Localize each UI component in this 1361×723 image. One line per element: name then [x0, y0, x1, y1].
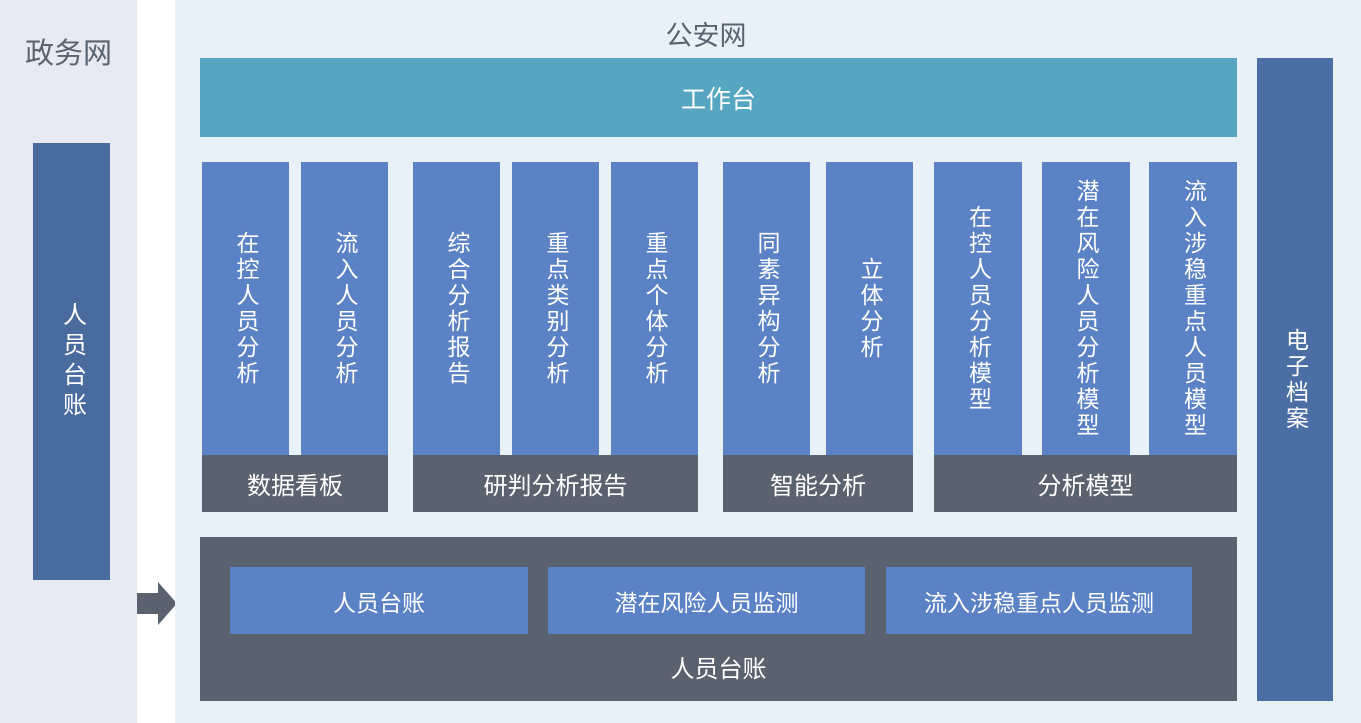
flow-right-arrow-icon	[137, 582, 177, 625]
personnel-ledger-source-bar[interactable]: 人员台账	[33, 143, 110, 580]
button-personnel-ledger[interactable]: 人员台账	[230, 567, 528, 634]
electronic-archive-bar[interactable]: 电子档案	[1257, 58, 1333, 701]
gov-network-title: 政务网	[24, 38, 112, 70]
group-footer-analysis-model: 分析模型	[934, 455, 1237, 512]
group-intelligent-analysis: 同素异构分析 立体分析 智能分析	[723, 162, 913, 512]
bar-stereo-analysis[interactable]: 立体分析	[826, 162, 913, 455]
bar-inflow-person-analysis[interactable]: 流入人员分析	[301, 162, 388, 455]
bar-comprehensive-analysis-report[interactable]: 综合分析报告	[413, 162, 500, 455]
bar-controlled-person-analysis-model[interactable]: 在控人员分析模型	[934, 162, 1022, 455]
workbench-bar[interactable]: 工作台	[200, 58, 1237, 137]
bar-isomer-analysis[interactable]: 同素异构分析	[723, 162, 810, 455]
group-footer-data-dashboard: 数据看板	[202, 455, 388, 512]
personnel-ledger-section: 人员台账 潜在风险人员监测 流入涉稳重点人员监测 人员台账	[200, 537, 1237, 701]
group-analysis-report: 综合分析报告 重点类别分析 重点个体分析 研判分析报告	[413, 162, 698, 512]
gov-network-panel: 政务网 人员台账	[0, 0, 137, 723]
bar-inflow-key-person-model[interactable]: 流入涉稳重点人员模型	[1149, 162, 1237, 455]
bar-controlled-person-analysis[interactable]: 在控人员分析	[202, 162, 289, 455]
workbench-label: 工作台	[680, 85, 756, 114]
group-data-dashboard: 在控人员分析 流入人员分析 数据看板	[202, 162, 388, 512]
button-potential-risk-person-monitoring[interactable]: 潜在风险人员监测	[548, 567, 865, 634]
bar-potential-risk-person-analysis-model[interactable]: 潜在风险人员分析模型	[1041, 162, 1130, 455]
electronic-archive-label: 电子档案	[1282, 327, 1309, 432]
group-footer-analysis-report: 研判分析报告	[413, 455, 698, 512]
group-analysis-model: 在控人员分析模型 潜在风险人员分析模型 流入涉稳重点人员模型 分析模型	[934, 162, 1237, 512]
group-footer-intelligent-analysis: 智能分析	[723, 455, 913, 512]
police-network-title: 公安网	[665, 21, 747, 51]
personnel-ledger-section-label: 人员台账	[670, 656, 767, 683]
button-inflow-key-person-monitoring[interactable]: 流入涉稳重点人员监测	[886, 567, 1192, 634]
bar-key-category-analysis[interactable]: 重点类别分析	[512, 162, 599, 455]
police-network-panel: 公安网 工作台 在控人员分析 流入人员分析 数据看板 综合分析报告	[175, 0, 1361, 723]
bar-key-individual-analysis[interactable]: 重点个体分析	[611, 162, 698, 455]
personnel-ledger-source-label: 人员台账	[58, 301, 86, 422]
